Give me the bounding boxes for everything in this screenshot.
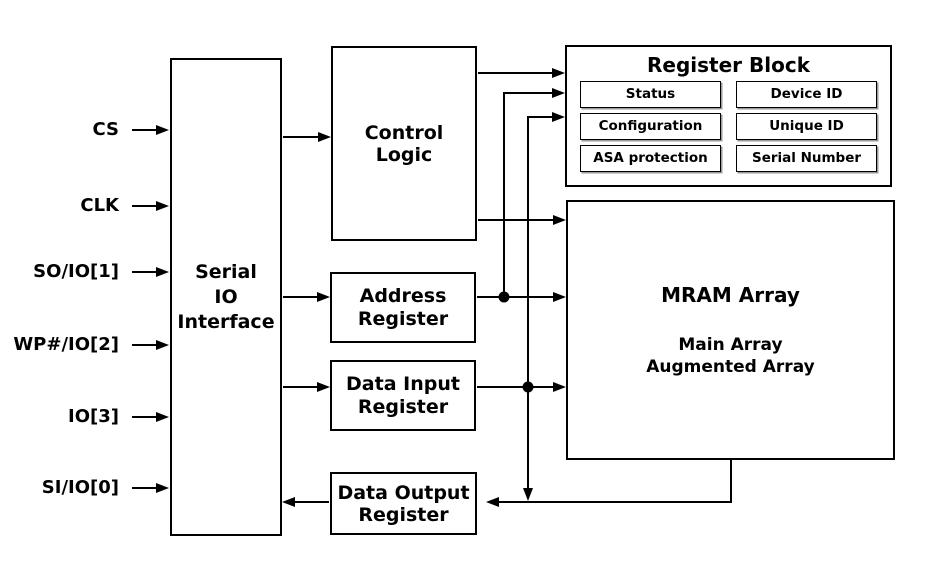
wire-mram-to-data-output — [486, 458, 732, 507]
mram-array-augmented-array-label: Augmented Array — [646, 357, 815, 377]
wire-control-to-mram — [478, 215, 566, 225]
address-register-label: Address Register — [357, 284, 449, 330]
arrow-right-icon — [156, 201, 169, 211]
data-output-register-label: Data Output Register — [337, 481, 470, 526]
block-data-input-register: Data Input Register — [330, 360, 476, 431]
arrow-right-icon — [156, 340, 169, 350]
control-logic-label: Control Logic — [364, 121, 444, 166]
wire-wp-io2-input — [132, 340, 169, 350]
arrow-right-icon — [552, 112, 565, 122]
arrow-right-icon — [156, 483, 169, 493]
mram-array-title: MRAM Array — [661, 283, 800, 307]
arrow-right-icon — [553, 215, 566, 225]
wire-si-io0-input — [132, 483, 169, 493]
register-cell-configuration: Configuration — [580, 113, 721, 140]
arrow-down-icon — [523, 488, 533, 501]
signal-label-cs: CS — [92, 119, 119, 140]
wire-io3-input — [132, 412, 169, 422]
wire-serial-to-address-register — [283, 292, 330, 302]
arrow-right-icon — [156, 267, 169, 277]
serial-io-interface-label: Serial IO Interface — [177, 260, 275, 333]
block-data-output-register: Data Output Register — [330, 472, 477, 535]
wire-serial-to-data-input-register — [283, 382, 330, 392]
register-cell-device-id: Device ID — [736, 81, 877, 108]
wire-so-io1-input — [132, 267, 169, 277]
wire-clk-input — [132, 201, 169, 211]
register-cell-status: Status — [580, 81, 721, 108]
wire-address-to-mram — [477, 88, 566, 303]
signal-label-wp-io2: WP#/IO[2] — [13, 334, 119, 355]
signal-label-so-io1: SO/IO[1] — [33, 261, 119, 282]
arrow-right-icon — [553, 292, 566, 302]
signal-label-io3: IO[3] — [68, 406, 119, 427]
register-cell-asa-protection: ASA protection — [580, 145, 721, 172]
arrow-right-icon — [156, 412, 169, 422]
block-mram-array: MRAM Array Main Array Augmented Array — [566, 200, 895, 460]
wire-serial-to-control-logic — [283, 132, 331, 142]
block-control-logic: Control Logic — [331, 46, 477, 241]
signal-label-si-io0: SI/IO[0] — [41, 477, 119, 498]
arrow-right-icon — [156, 125, 169, 135]
register-block-grid: Status Device ID Configuration Unique ID… — [567, 78, 890, 172]
wire-cs-input — [132, 125, 169, 135]
block-serial-io-interface: Serial IO Interface — [170, 58, 282, 536]
arrow-right-icon — [552, 88, 565, 98]
arrow-right-icon — [317, 382, 330, 392]
mram-array-main-array-label: Main Array — [678, 335, 783, 355]
register-block-title: Register Block — [647, 53, 810, 77]
arrow-right-icon — [317, 292, 330, 302]
arrow-left-icon — [282, 497, 295, 507]
arrow-left-icon — [486, 497, 499, 507]
arrow-right-icon — [553, 382, 566, 392]
block-address-register: Address Register — [330, 272, 476, 343]
wire-data-input-to-mram — [477, 112, 566, 501]
data-input-register-label: Data Input Register — [346, 372, 460, 418]
wire-control-to-register-block — [478, 68, 565, 78]
register-cell-unique-id: Unique ID — [736, 113, 877, 140]
wire-data-output-to-serial — [282, 497, 329, 507]
register-cell-serial-number: Serial Number — [736, 145, 877, 172]
block-register-block: Register Block Status Device ID Configur… — [565, 45, 892, 187]
arrow-right-icon — [552, 68, 565, 78]
arrow-right-icon — [318, 132, 331, 142]
signal-label-clk: CLK — [80, 195, 119, 216]
